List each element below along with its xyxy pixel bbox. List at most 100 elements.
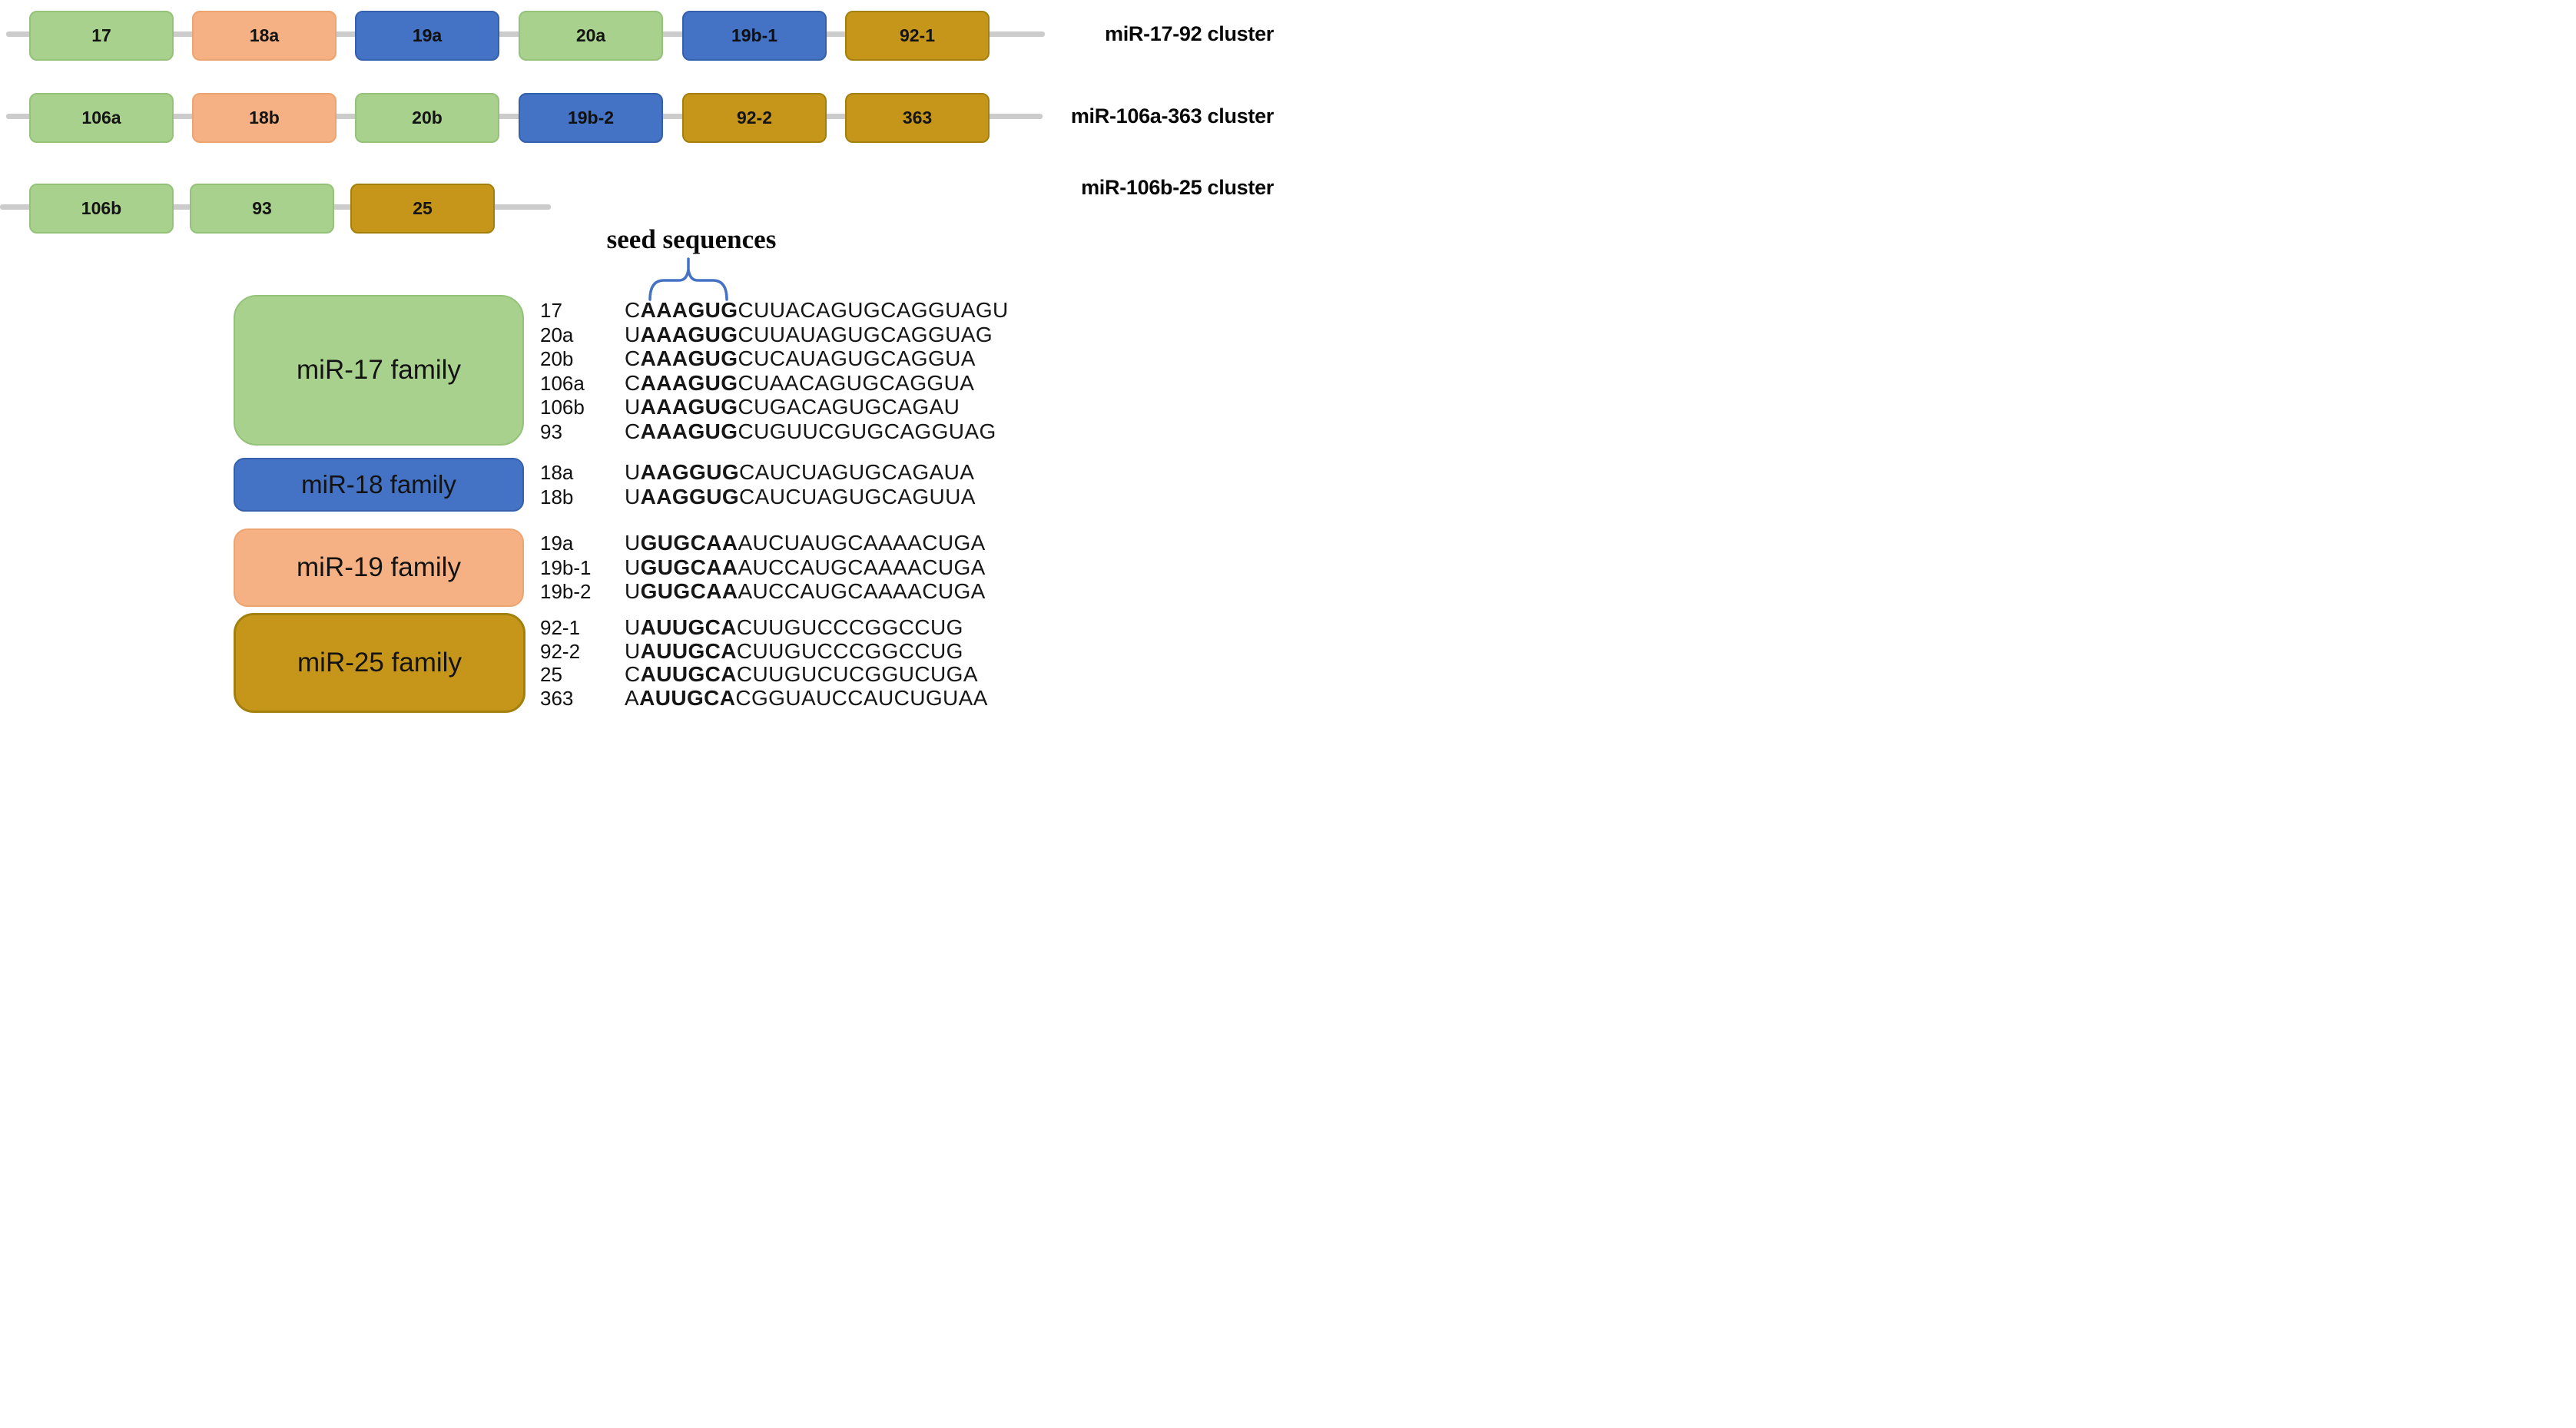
gene-box-19a: 19a <box>355 11 499 61</box>
gene-label: 19b-2 <box>567 108 615 128</box>
seed-brace-icon <box>647 257 730 302</box>
seed-segment: AUUGCA <box>640 615 737 639</box>
mirna-name: 93 <box>540 419 562 443</box>
mirna-sequence: UAUUGCACUUGUCCCGGCCUG <box>625 615 963 639</box>
seed-sequences-heading: seed sequences <box>606 224 777 254</box>
mirna-name: 106a <box>540 371 585 395</box>
cluster2-label: miR-106a-363 cluster <box>1070 104 1274 128</box>
seed-segment: GUGCAA <box>640 555 738 579</box>
mirna-sequence: UAAAGUGCUGACAGUGCAGAU <box>625 395 960 419</box>
sequence-row: 19b-2 UGUGCAAAUCCAUGCAAAACUGA <box>540 579 986 604</box>
mirna-cluster-figure: 17 18a 19a 20a 19b-1 92-1 miR-17-92 clus… <box>0 0 1288 714</box>
seed-segment: GUGCAA <box>640 579 738 603</box>
gene-label: 18b <box>249 108 280 128</box>
sequence-group-mir-17: 17 CAAAGUGCUUACAGUGCAGGUAGU 20a UAAAGUGCUU… <box>540 298 1009 443</box>
gene-box-18a: 18a <box>192 11 337 61</box>
sequence-row: 19a UGUGCAAAUCUAUGCAAAACUGA <box>540 531 986 555</box>
seed-segment: AAAGUG <box>640 395 738 419</box>
gene-label: 20b <box>412 108 443 128</box>
sequence-row: 18a UAAGGUGCAUCUAGUGCAGAUA <box>540 460 976 485</box>
gene-box-106a: 106a <box>29 93 174 143</box>
gene-box-363: 363 <box>845 93 990 143</box>
sequence-row: 363 AAUUGCACGGUAUCCAUCUGUAA <box>540 686 988 710</box>
family-box-mir-18: miR-18 family <box>234 458 524 512</box>
mirna-name: 19b-1 <box>540 555 592 579</box>
sequence-row: 20b CAAAGUGCUCAUAGUGCAGGUA <box>540 346 1009 371</box>
gene-box-18b: 18b <box>192 93 337 143</box>
gene-box-93: 93 <box>190 184 334 234</box>
mirna-name: 17 <box>540 299 562 322</box>
sequence-row: 106a CAAAGUGCUAACAGUGCAGGUA <box>540 371 1009 396</box>
mirna-sequence: UGUGCAAAUCCAUGCAAAACUGA <box>625 555 986 579</box>
gene-label: 18a <box>249 25 280 45</box>
gene-box-92-2: 92-2 <box>682 93 827 143</box>
gene-box-92-1: 92-1 <box>845 11 990 61</box>
gene-label: 92-1 <box>899 25 936 45</box>
gene-box-19b-1: 19b-1 <box>682 11 827 61</box>
gene-label: 19b-1 <box>731 25 778 45</box>
family-label: miR-18 family <box>301 470 456 499</box>
family-box-mir-17: miR-17 family <box>234 295 524 446</box>
seed-segment: AUUGCA <box>639 685 736 710</box>
mirna-sequence: CAAAGUGCUUACAGUGCAGGUAGU <box>625 298 1009 322</box>
gene-box-20b: 20b <box>355 93 499 143</box>
gene-label: 363 <box>902 108 933 128</box>
family-label: miR-25 family <box>297 648 462 678</box>
mirna-sequence: CAAAGUGCUAACAGUGCAGGUA <box>625 370 975 395</box>
mirna-name: 18b <box>540 485 574 509</box>
mirna-name: 19a <box>540 532 574 555</box>
sequence-row: 92-2 UAUUGCACUUGUCCCGGCCUG <box>540 639 988 663</box>
gene-label: 17 <box>91 25 111 45</box>
sequence-row: 19b-1 UGUGCAAAUCCAUGCAAAACUGA <box>540 555 986 580</box>
mirna-sequence: AAUUGCACGGUAUCCAUCUGUAA <box>625 685 988 710</box>
sequence-row: 18b UAAGGUGCAUCUAGUGCAGUUA <box>540 485 976 509</box>
seed-segment: AAAGUG <box>640 346 738 370</box>
gene-label: 20a <box>575 25 606 45</box>
gene-box-17: 17 <box>29 11 174 61</box>
gene-label: 106a <box>81 108 121 128</box>
mirna-name: 20b <box>540 347 574 370</box>
mirna-sequence: UAAGGUGCAUCUAGUGCAGUUA <box>625 484 976 509</box>
mirna-sequence: UAUUGCACUUGUCCCGGCCUG <box>625 638 963 663</box>
mirna-name: 363 <box>540 686 574 710</box>
gene-box-106b: 106b <box>29 184 174 234</box>
sequence-row: 17 CAAAGUGCUUACAGUGCAGGUAGU <box>540 298 1009 323</box>
sequence-row: 25 CAUUGCACUUGUCUCGGUCUGA <box>540 662 988 686</box>
sequence-row: 20a UAAAGUGCUUAUAGUGCAGGUAG <box>540 323 1009 347</box>
seed-segment: AAAGUG <box>640 298 738 322</box>
cluster1-label: miR-17-92 cluster <box>1105 22 1274 45</box>
mirna-sequence: CAAAGUGCUCAUAGUGCAGGUA <box>625 346 976 370</box>
sequence-group-mir-18: 18a UAAGGUGCAUCUAGUGCAGAUA 18b UAAGGUGCAUC… <box>540 460 976 509</box>
gene-box-19b-2: 19b-2 <box>519 93 663 143</box>
mirna-sequence: UGUGCAAAUCUAUGCAAAACUGA <box>625 531 986 555</box>
mirna-name: 19b-2 <box>540 580 592 603</box>
mirna-sequence: UAAGGUGCAUCUAGUGCAGAUA <box>625 460 975 484</box>
sequence-row: 106b UAAAGUGCUGACAGUGCAGAU <box>540 395 1009 419</box>
mirna-sequence: CAAAGUGCUGUUCGUGCAGGUAG <box>625 419 996 443</box>
gene-box-20a: 20a <box>519 11 663 61</box>
mirna-sequence: UAAAGUGCUUAUAGUGCAGGUAG <box>625 322 993 346</box>
gene-label: 106b <box>81 198 122 218</box>
family-box-mir-25: miR-25 family <box>234 613 525 713</box>
mirna-name: 25 <box>540 663 562 686</box>
mirna-name: 106b <box>540 396 585 419</box>
seed-segment: AUUGCA <box>640 638 737 663</box>
seed-segment: GUGCAA <box>640 531 738 555</box>
seed-segment: AAAGUG <box>640 370 738 395</box>
gene-label: 19a <box>412 25 443 45</box>
gene-label: 93 <box>252 198 272 218</box>
gene-label: 92-2 <box>736 108 773 128</box>
family-label: miR-17 family <box>297 355 461 385</box>
mirna-name: 92-2 <box>540 639 581 663</box>
seed-segment: AAGGUG <box>640 484 740 509</box>
mirna-sequence: CAUUGCACUUGUCUCGGUCUGA <box>625 662 978 686</box>
mirna-name: 20a <box>540 323 574 346</box>
mirna-name: 18a <box>540 461 574 484</box>
seed-segment: AAAGUG <box>640 322 738 346</box>
mirna-sequence: UGUGCAAAUCCAUGCAAAACUGA <box>625 579 986 603</box>
family-box-mir-19: miR-19 family <box>234 528 524 607</box>
sequence-row: 93 CAAAGUGCUGUUCGUGCAGGUAG <box>540 419 1009 444</box>
